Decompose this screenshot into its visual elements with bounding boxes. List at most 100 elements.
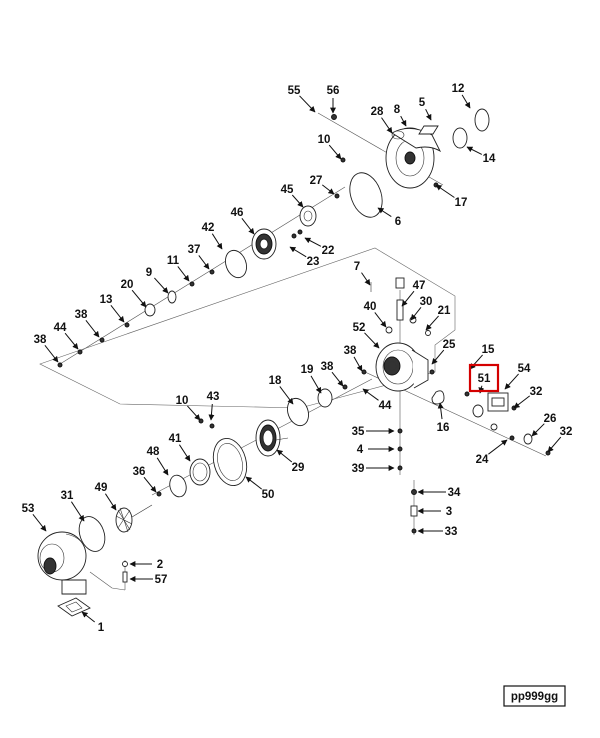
callout-c4[interactable]: 4: [357, 444, 395, 456]
callout-c44a[interactable]: 44: [54, 322, 79, 350]
callout-number-c53: 53: [22, 503, 35, 515]
callout-number-c8: 8: [394, 104, 401, 116]
callout-number-c38d: 38: [321, 361, 334, 373]
callout-c38b[interactable]: 38: [34, 334, 59, 363]
callout-c36[interactable]: 36: [133, 466, 157, 493]
callout-number-c52: 52: [353, 322, 366, 334]
callout-c53[interactable]: 53: [22, 503, 47, 532]
highlight-box-51[interactable]: [468, 363, 500, 393]
callout-c38d[interactable]: 38: [321, 361, 344, 387]
callout-number-c44b: 44: [379, 400, 392, 412]
callout-c12[interactable]: 12: [452, 83, 471, 109]
callout-c6[interactable]: 6: [377, 207, 401, 228]
callout-c25[interactable]: 25: [431, 339, 456, 365]
callout-c33[interactable]: 33: [417, 526, 457, 538]
callout-c47[interactable]: 47: [401, 280, 425, 307]
leader-line-c5: [425, 108, 432, 121]
callout-c32a[interactable]: 32: [513, 386, 543, 409]
callout-c3[interactable]: 3: [417, 506, 452, 518]
callout-c44b[interactable]: 44: [362, 388, 392, 412]
callout-c43[interactable]: 43: [207, 391, 220, 421]
callout-c41[interactable]: 41: [169, 433, 191, 462]
callout-c32b[interactable]: 32: [547, 426, 572, 453]
callout-number-c25: 25: [443, 339, 456, 351]
callout-c42[interactable]: 42: [202, 222, 223, 250]
callout-c9[interactable]: 9: [146, 267, 169, 294]
callout-number-c31: 31: [61, 490, 74, 502]
callout-c38a[interactable]: 38: [75, 309, 100, 338]
callout-c23[interactable]: 23: [289, 246, 319, 268]
leader-line-c52: [364, 332, 380, 349]
callout-c13[interactable]: 13: [100, 294, 125, 323]
leader-line-c48: [156, 457, 169, 476]
callout-number-c24: 24: [476, 454, 489, 466]
leader-line-c18: [279, 386, 294, 405]
callout-c11[interactable]: 11: [167, 255, 190, 282]
small-hardware-row: [57, 269, 215, 368]
callout-number-c12: 12: [452, 83, 465, 95]
leader-line-c21: [425, 315, 439, 331]
callout-c37[interactable]: 37: [188, 244, 210, 270]
callout-c24[interactable]: 24: [476, 439, 508, 466]
callout-number-c19: 19: [301, 364, 314, 376]
leader-line-c20: [131, 289, 147, 308]
callout-c14[interactable]: 14: [466, 146, 496, 165]
callout-number-c32a: 32: [530, 386, 543, 398]
callout-number-c26: 26: [544, 413, 557, 425]
callout-c16[interactable]: 16: [437, 402, 450, 434]
callout-number-c13: 13: [100, 294, 113, 306]
callout-number-c34: 34: [448, 487, 461, 499]
callout-c57[interactable]: 57: [129, 574, 167, 586]
callout-number-c15: 15: [482, 344, 495, 356]
callout-number-c20: 20: [121, 279, 134, 291]
callout-c5[interactable]: 5: [419, 97, 432, 121]
callout-c52[interactable]: 52: [353, 322, 380, 349]
callout-c1[interactable]: 1: [81, 611, 105, 634]
leader-line-c23: [289, 246, 307, 258]
callout-c50[interactable]: 50: [245, 476, 274, 501]
stud-hardware-2-57: [122, 561, 128, 583]
callout-c31[interactable]: 31: [61, 490, 85, 522]
callout-number-c28: 28: [371, 106, 384, 118]
callout-c20[interactable]: 20: [121, 279, 147, 308]
callout-c19[interactable]: 19: [301, 364, 322, 394]
callout-c10b[interactable]: 10: [176, 395, 201, 421]
callout-c22[interactable]: 22: [304, 237, 334, 257]
callout-c40[interactable]: 40: [364, 301, 387, 328]
callout-c18[interactable]: 18: [269, 375, 294, 405]
callout-c21[interactable]: 21: [425, 305, 451, 331]
callout-c28[interactable]: 28: [371, 106, 393, 134]
callout-c55[interactable]: 55: [288, 85, 316, 113]
leader-line-c32b: [547, 436, 562, 453]
callout-c15[interactable]: 15: [469, 344, 495, 370]
leader-line-c44b: [362, 388, 379, 401]
leader-line-c19: [310, 375, 322, 394]
callout-c56[interactable]: 56: [327, 85, 340, 114]
callout-c26[interactable]: 26: [531, 413, 557, 437]
callout-c45[interactable]: 45: [281, 184, 304, 208]
callout-c49[interactable]: 49: [95, 482, 117, 511]
callout-c34[interactable]: 34: [417, 487, 461, 499]
callout-c7[interactable]: 7: [354, 261, 371, 286]
callout-number-c46: 46: [231, 207, 244, 219]
callout-c8[interactable]: 8: [394, 104, 407, 127]
leader-line-c6: [377, 207, 392, 218]
callout-c38c[interactable]: 38: [344, 345, 363, 372]
callout-c29[interactable]: 29: [276, 449, 304, 474]
explode-axis-lines: [59, 112, 547, 591]
callout-c54[interactable]: 54: [504, 363, 531, 390]
callout-c2[interactable]: 2: [129, 559, 163, 571]
callout-c39[interactable]: 39: [352, 463, 395, 475]
callout-c10a[interactable]: 10: [318, 134, 342, 160]
callout-c27[interactable]: 27: [310, 175, 335, 195]
callout-c17[interactable]: 17: [435, 184, 467, 209]
leader-line-c45: [291, 194, 304, 208]
callout-c30[interactable]: 30: [410, 296, 432, 321]
callout-c46[interactable]: 46: [231, 207, 255, 235]
callout-c48[interactable]: 48: [147, 446, 169, 476]
callout-number-c21: 21: [438, 305, 451, 317]
callout-number-c44a: 44: [54, 322, 67, 334]
callout-number-c37: 37: [188, 244, 201, 256]
actuator-54: [472, 392, 551, 456]
callout-c35[interactable]: 35: [352, 426, 395, 438]
